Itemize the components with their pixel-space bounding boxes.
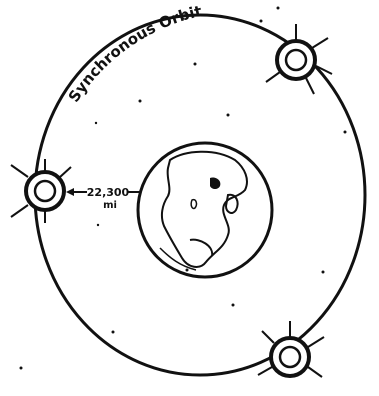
distance-value: 22,300 <box>87 186 130 199</box>
satellite-left <box>11 159 71 223</box>
satellite-bottom-right <box>258 321 324 377</box>
earth-icon <box>138 143 272 277</box>
distance-unit: mi <box>103 200 117 211</box>
distance-indicator: 22,300 mi <box>66 186 140 211</box>
orbit-label: Synchronous Orbit <box>65 2 204 105</box>
